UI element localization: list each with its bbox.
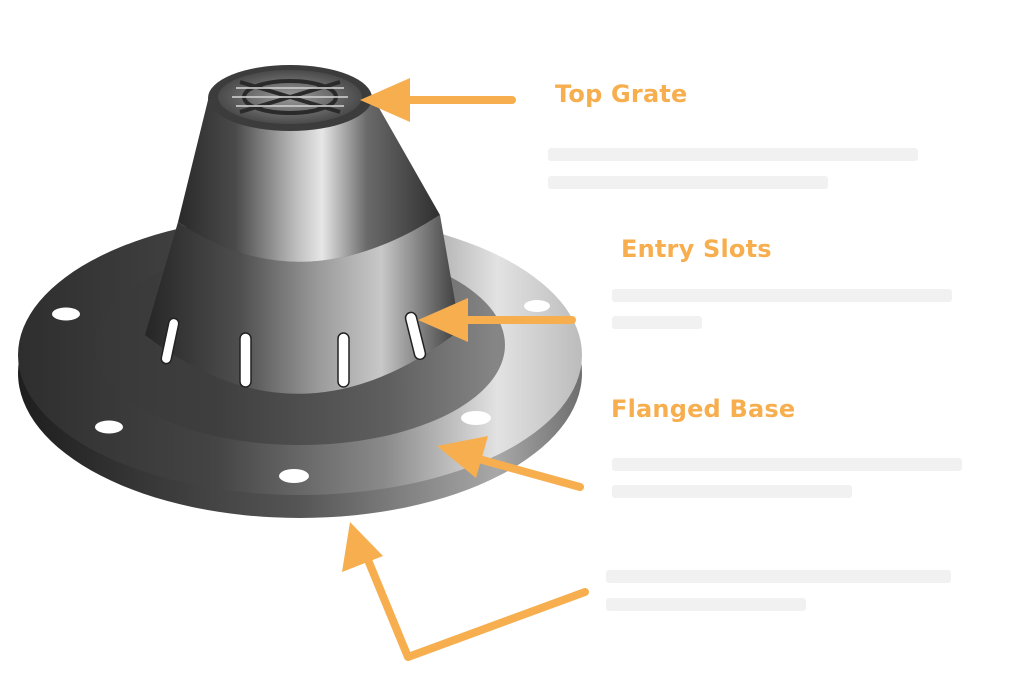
faint-line — [548, 176, 828, 189]
callout-title-flanged-base: Flanged Base — [611, 395, 795, 423]
faint-line — [606, 570, 951, 583]
faint-line — [606, 598, 806, 611]
callout-title-top-grate: Top Grate — [555, 80, 688, 108]
faint-line — [612, 289, 952, 302]
callout-title-entry-slots: Entry Slots — [621, 235, 772, 263]
bottom-arrow — [342, 522, 585, 657]
faint-line — [612, 485, 852, 498]
top-grate — [218, 70, 362, 124]
faint-line — [612, 458, 962, 471]
faint-line — [548, 148, 918, 161]
faint-line — [612, 316, 702, 329]
